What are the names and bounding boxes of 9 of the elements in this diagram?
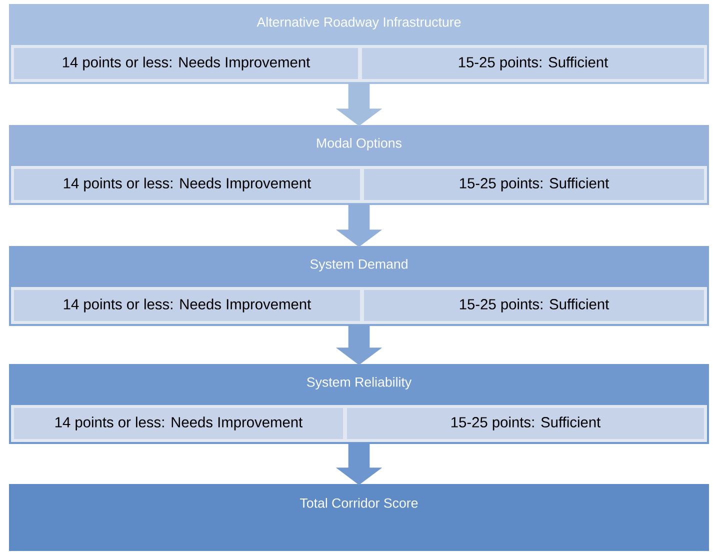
rating-box: 15-25 points: Sufficient: [364, 290, 704, 321]
rating-box: 14 points or less: Needs Improvement: [14, 408, 343, 439]
rating-box: 15-25 points: Sufficient: [362, 48, 704, 79]
rating-box: 14 points or less: Needs Improvement: [14, 290, 360, 321]
rating-box: 15-25 points: Sufficient: [364, 169, 704, 200]
stage-box: Total Corridor Score: [9, 484, 709, 551]
rating-box: 15-25 points: Sufficient: [347, 408, 704, 439]
rating-box: 14 points or less: Needs Improvement: [14, 169, 360, 200]
rating-box: 14 points or less: Needs Improvement: [14, 48, 358, 79]
